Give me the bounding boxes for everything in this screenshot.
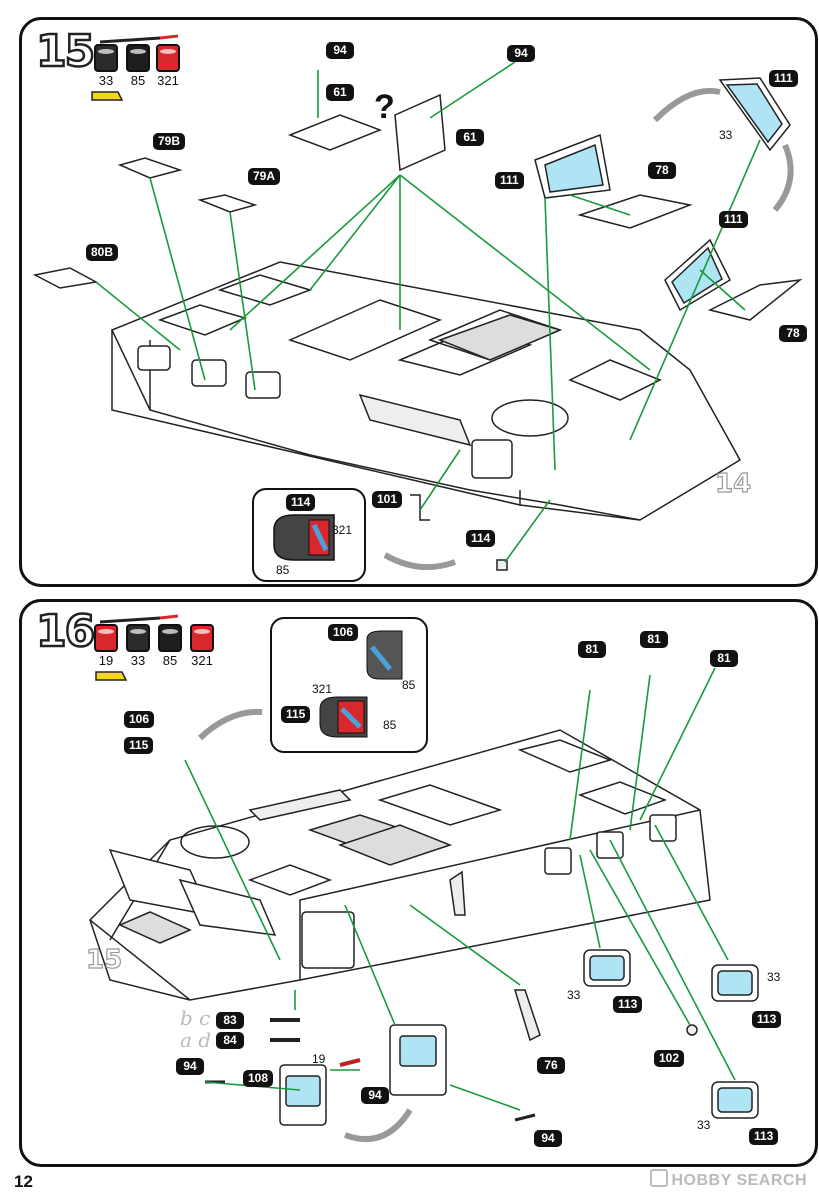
- part-label: 113: [752, 1011, 782, 1028]
- paint-code: 321: [191, 653, 213, 668]
- paint-33: 33: [92, 44, 120, 88]
- paint-mark: 33: [719, 128, 733, 142]
- paint-code: 321: [157, 73, 179, 88]
- part-label: 94: [534, 1130, 562, 1147]
- paint-321: 321: [188, 624, 216, 668]
- part-label: 101: [372, 491, 403, 508]
- step-15-number: 15: [35, 25, 97, 79]
- part-label: 78: [648, 162, 676, 179]
- part-label: 113: [749, 1128, 779, 1145]
- paint-can-icon: [190, 624, 214, 652]
- paint-can-icon: [158, 624, 182, 652]
- paint-19: 19: [92, 624, 120, 668]
- step-15-ghost-label: 14: [715, 469, 751, 499]
- part-label: 80B: [86, 244, 119, 261]
- brand-icon: [649, 1169, 668, 1187]
- part-label: 83: [216, 1012, 244, 1029]
- part-label: 102: [654, 1050, 685, 1067]
- paint-mark: 85: [383, 718, 397, 732]
- paint-mark: 85: [276, 563, 290, 577]
- part-label: 113: [613, 996, 643, 1013]
- step-15-inset: [252, 488, 366, 582]
- part-label: 111: [719, 211, 748, 228]
- part-label: 106: [124, 711, 155, 728]
- paint-code: 85: [162, 653, 178, 668]
- part-label: 78: [779, 325, 807, 342]
- paint-mark: 85: [402, 678, 416, 692]
- part-label: 94: [176, 1058, 204, 1075]
- paint-mark: 33: [767, 970, 781, 984]
- paint-can-icon: [156, 44, 180, 72]
- paint-code: 19: [98, 653, 114, 668]
- paint-code: 33: [130, 653, 146, 668]
- part-label: 94: [507, 45, 535, 62]
- paint-can-icon: [126, 44, 150, 72]
- part-label: 79A: [248, 168, 281, 185]
- part-label: 81: [640, 631, 668, 648]
- part-label: 61: [326, 84, 354, 101]
- part-label: 114: [286, 494, 316, 511]
- paint-33: 33: [124, 624, 152, 668]
- part-label: 115: [281, 706, 311, 723]
- paint-mark: 33: [697, 1118, 711, 1132]
- paint-mark: 33: [567, 988, 581, 1002]
- part-label: 76: [537, 1057, 565, 1074]
- part-label: 111: [769, 70, 798, 87]
- step-16-ghost-label: 15: [86, 945, 122, 975]
- paint-321: 321: [154, 44, 182, 88]
- part-label: 108: [243, 1070, 274, 1087]
- step-16-number: 16: [35, 605, 97, 659]
- paint-code: 33: [98, 73, 114, 88]
- part-label: 84: [216, 1032, 244, 1049]
- decal-letters-top: b c: [180, 1006, 211, 1030]
- part-label: 106: [328, 624, 359, 641]
- paint-mark: 19: [312, 1052, 326, 1066]
- paint-can-icon: [94, 44, 118, 72]
- paint-mark: 321: [332, 523, 353, 537]
- decal-letters-bottom: a d: [180, 1028, 212, 1052]
- periscope-inset-drawing: [273, 514, 335, 561]
- part-label: 111: [495, 172, 524, 189]
- question-mark: ?: [374, 88, 395, 126]
- part-label: 81: [710, 650, 738, 667]
- part-label: 79B: [153, 133, 186, 150]
- watermark-text: HOBBY SEARCH: [671, 1172, 807, 1189]
- paint-can-icon: [94, 624, 118, 652]
- paint-code: 85: [130, 73, 146, 88]
- paint-can-icon: [126, 624, 150, 652]
- part-label: 81: [578, 641, 606, 658]
- part-label: 94: [326, 42, 354, 59]
- part-label: 61: [456, 129, 484, 146]
- periscope-inset-drawing: [319, 630, 403, 738]
- watermark-logo: HOBBY SEARCH: [649, 1169, 808, 1190]
- part-label: 94: [361, 1087, 389, 1104]
- part-label: 115: [124, 737, 154, 754]
- part-label: 114: [466, 530, 496, 547]
- paint-mark: 321: [312, 682, 333, 696]
- page-number: 12: [14, 1172, 33, 1191]
- paint-85: 85: [156, 624, 184, 668]
- paint-85: 85: [124, 44, 152, 88]
